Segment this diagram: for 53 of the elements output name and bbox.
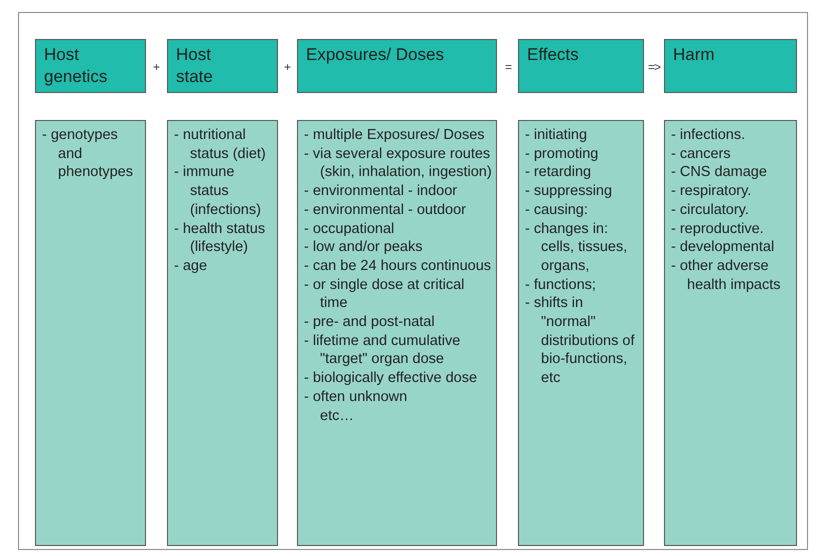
header-box <box>664 39 797 93</box>
list-item: - low and/or peaks <box>304 238 424 257</box>
list-item: - or single dose at critical time <box>304 276 466 314</box>
list-item: - environmental - indoor <box>304 182 458 201</box>
list-item: - respiratory. <box>671 182 752 201</box>
list-panel <box>35 120 146 546</box>
list-item: - changes in: cells, tissues, organs, <box>525 220 628 276</box>
list-panel <box>167 120 278 546</box>
list-item: - shifts in "normal" distributions of bio-functions, etc <box>525 294 636 388</box>
list-item: - via several exposure routes (skin, inhalation, ingestion) <box>304 144 492 182</box>
header-title: Exposures/ Doses <box>306 44 445 66</box>
list-item: - environmental - outdoor <box>304 200 467 220</box>
list-item: - reproductive. <box>671 220 765 238</box>
list-item: - CNS damage <box>671 163 768 182</box>
list-item: - initiating <box>525 126 588 145</box>
header-box <box>518 39 644 93</box>
header-box <box>297 39 497 93</box>
header-title: Effects <box>527 44 580 66</box>
list-panel <box>518 120 644 546</box>
list-item: - causing: <box>525 200 589 220</box>
list-panel <box>297 120 497 546</box>
operator-sign: + <box>284 60 290 74</box>
list-item: etc… <box>319 406 355 426</box>
list-item: - health status (lifestyle) <box>174 220 266 257</box>
list-item: - promoting <box>525 144 600 164</box>
header-title: Harm <box>673 44 716 66</box>
list-item: - genotypes and phenotypes <box>42 126 134 182</box>
list-item: - can be 24 hours continuous <box>304 256 492 276</box>
header-title: Host genetics <box>44 44 105 88</box>
list-item: - cancers <box>671 144 732 164</box>
list-item: - circulatory. <box>671 200 750 220</box>
header-box <box>35 39 146 93</box>
list-item: - other adverse health impacts <box>671 256 782 294</box>
header-box <box>167 39 278 93</box>
header-title: Host state <box>176 44 214 88</box>
list-item: - suppressing <box>525 182 614 201</box>
list-item: - retarding <box>525 163 592 182</box>
list-item: - nutritional status (diet) <box>174 126 267 164</box>
list-item: - functions; <box>525 276 597 294</box>
list-item: - multiple Exposures/ Doses <box>304 126 486 145</box>
operator-sign: => <box>648 60 660 74</box>
operator-sign: = <box>505 60 511 74</box>
operator-sign: + <box>153 60 159 74</box>
list-item: - immune status (infections) <box>174 163 262 220</box>
list-item: - infections. <box>671 126 746 145</box>
list-item: - often unknown <box>304 388 408 407</box>
list-item: - occupational <box>304 220 396 238</box>
list-item: - pre- and post-natal <box>304 313 436 332</box>
list-item: - biologically effective dose <box>304 369 478 388</box>
list-item: - developmental <box>671 238 776 257</box>
list-panel <box>664 120 797 546</box>
list-item: - age <box>174 256 208 276</box>
list-item: - lifetime and cumulative "target" organ dose <box>304 332 462 370</box>
